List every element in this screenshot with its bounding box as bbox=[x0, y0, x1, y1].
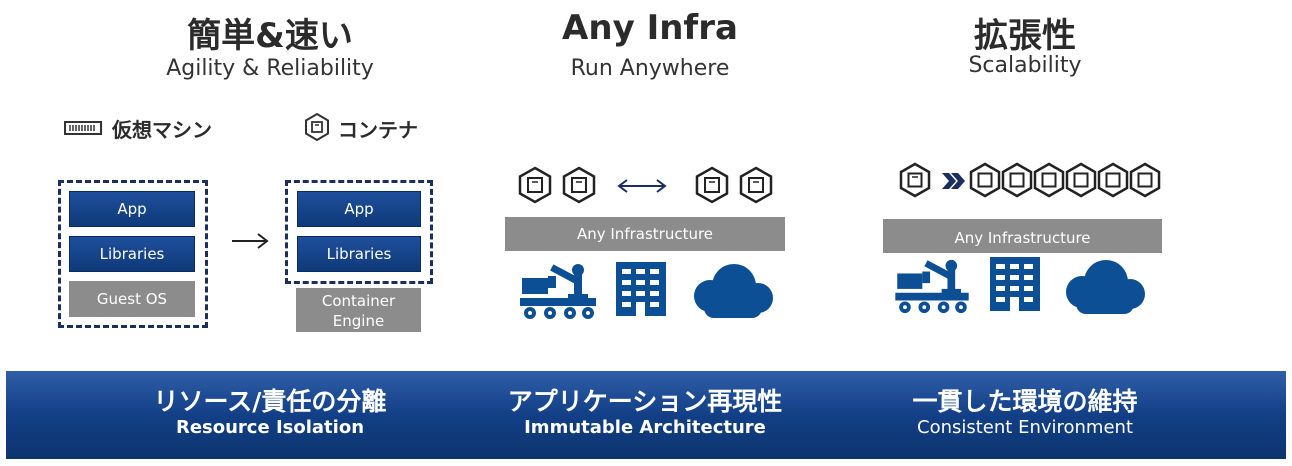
column-title-any-infra: Any Infra bbox=[562, 8, 738, 48]
bidirectional-arrow-icon bbox=[616, 178, 668, 198]
column-subtitle-scalability: Scalability bbox=[968, 53, 1082, 78]
vm-guest-os-block: Guest OS bbox=[69, 281, 195, 317]
container-icon bbox=[738, 166, 774, 208]
banner-jp-consistent: 一貫した環境の維持 bbox=[912, 387, 1138, 416]
server-icon bbox=[64, 120, 102, 140]
vm-label: 仮想マシン bbox=[112, 118, 212, 142]
container-label: コンテナ bbox=[338, 118, 418, 142]
cloud-icon bbox=[688, 258, 776, 324]
banner-en-resource-isolation: Resource Isolation bbox=[175, 417, 365, 438]
vm-libraries-block: Libraries bbox=[69, 236, 195, 272]
column-subtitle-agility: Agility & Reliability bbox=[166, 56, 374, 81]
robot-arm-icon bbox=[518, 262, 598, 324]
vm-dashed-frame bbox=[58, 180, 208, 328]
any-infrastructure-bar-right: Any Infrastructure bbox=[883, 219, 1162, 253]
container-libraries-block: Libraries bbox=[297, 236, 421, 272]
container-dashed-frame bbox=[285, 180, 433, 284]
cloud-icon bbox=[1060, 254, 1148, 320]
container-engine-line2: Engine bbox=[332, 312, 385, 330]
right-arrow-icon bbox=[230, 232, 270, 254]
container-icon bbox=[304, 112, 330, 145]
container-icon bbox=[898, 162, 932, 202]
container-icon bbox=[694, 166, 730, 208]
column-title-agility: 簡単&速い bbox=[187, 16, 353, 56]
robot-arm-icon bbox=[893, 258, 971, 318]
banner-jp-resource-isolation: リソース/責任の分離 bbox=[153, 387, 387, 416]
column-title-scalability: 拡張性 bbox=[974, 16, 1076, 56]
cluster-icon bbox=[968, 162, 1164, 202]
container-engine-line1: Container bbox=[321, 292, 396, 310]
container-engine-block: Container Engine bbox=[296, 288, 421, 332]
double-arrow-icon bbox=[940, 171, 966, 195]
any-infrastructure-bar-middle: Any Infrastructure bbox=[505, 217, 785, 251]
container-icon bbox=[517, 166, 553, 208]
container-app-block: App bbox=[297, 191, 421, 227]
building-icon bbox=[982, 255, 1048, 317]
banner-en-immutable: Immutable Architecture bbox=[524, 417, 766, 438]
column-subtitle-any-infra: Run Anywhere bbox=[570, 56, 730, 81]
building-icon bbox=[608, 260, 674, 322]
container-icon bbox=[561, 166, 597, 208]
benefits-banner bbox=[6, 371, 1286, 459]
banner-en-consistent: Consistent Environment bbox=[917, 417, 1133, 438]
banner-jp-immutable: アプリケーション再現性 bbox=[507, 387, 783, 416]
vm-app-block: App bbox=[69, 191, 195, 227]
